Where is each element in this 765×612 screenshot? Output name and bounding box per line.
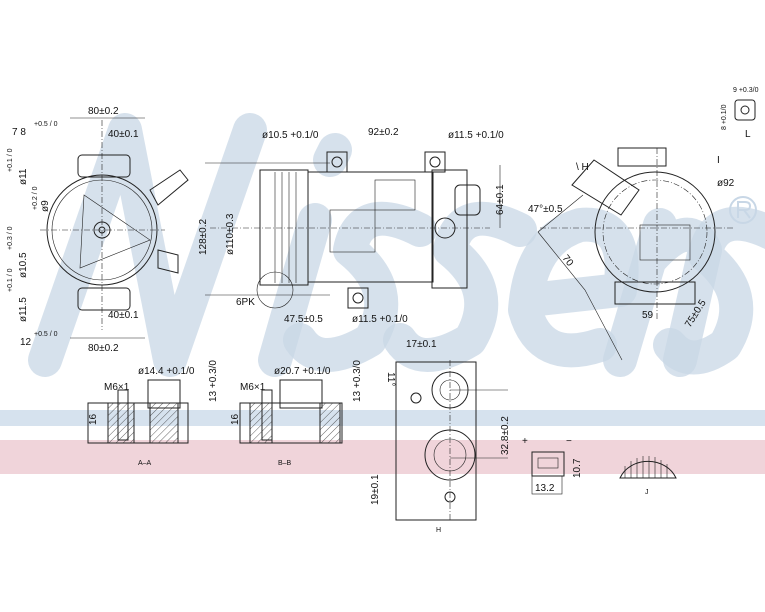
H-angle: 11° (385, 372, 396, 386)
H-dim-19: 19±0.1 (370, 474, 381, 505)
watermark-blue-band (0, 410, 765, 426)
rear-dim-70: 70 (560, 253, 576, 269)
detail-J: J (619, 456, 677, 496)
BB-height: 16 (230, 413, 241, 425)
side-dim-64: 64±0.1 (495, 184, 506, 215)
detail-L-side: 8 +0.1/0 (721, 104, 728, 130)
front-dim-d115-tol: +0.1 / 0 (7, 268, 14, 292)
rear-ref-I: I (717, 155, 720, 166)
BB-depth: 13 +0.3/0 (352, 360, 363, 402)
connector-width: 13.2 (535, 483, 555, 494)
H-dim-328: 32.8±0.2 (500, 416, 511, 455)
BB-thread: M6×1 (240, 382, 266, 393)
front-dim-12: 12 (20, 337, 32, 348)
watermark-logo (28, 113, 765, 377)
rear-dim-angle: 47°±0.5 (528, 204, 563, 215)
AA-height: 16 (88, 413, 99, 425)
front-dim-12-tol: +0.5 / 0 (34, 331, 58, 338)
connector-plus: + (522, 436, 528, 447)
front-dim-d105: ø10.5 (18, 252, 29, 278)
J-label: J (645, 489, 649, 496)
side-dim-92: 92±0.2 (368, 127, 399, 138)
connector-detail: + − 13.2 10.7 (522, 436, 583, 495)
side-dim-475: 47.5±0.5 (284, 314, 323, 325)
detail-L: 9 +0.3/0 8 +0.1/0 L (721, 87, 759, 140)
front-dim-d105-tol: +0.3 / 0 (7, 226, 14, 250)
watermark (0, 113, 765, 474)
detail-L-top: 9 +0.3/0 (733, 87, 759, 94)
AA-dia: ø14.4 +0.1/0 (138, 366, 195, 377)
view-H: 17±0.1 11° 32.8±0.2 19±0.1 H (370, 339, 511, 534)
front-dim-78-tol: +0.5 / 0 (34, 121, 58, 128)
watermark-pink-band (0, 440, 765, 474)
side-dim-height: 128±0.2 (198, 218, 209, 255)
BB-dia: ø20.7 +0.1/0 (274, 366, 331, 377)
front-dim-bottom-half: 40±0.1 (108, 310, 139, 321)
front-dim-top-half: 40±0.1 (108, 129, 139, 140)
connector-minus: − (566, 436, 572, 447)
H-label: H (436, 527, 441, 534)
BB-label: B–B (278, 460, 292, 467)
AA-thread: M6×1 (104, 382, 130, 393)
front-dim-bottom: 80±0.2 (88, 343, 119, 354)
front-dim-d11: ø11 (18, 168, 29, 185)
front-dim-d115: ø11.5 (18, 297, 29, 322)
side-dim-top-left: ø10.5 +0.1/0 (262, 130, 319, 141)
rear-dim-59: 59 (642, 310, 654, 321)
front-dim-d9: ø9 (40, 200, 51, 212)
AA-label: A–A (138, 460, 152, 467)
front-dim-d9-tol: +0.2 / 0 (32, 186, 39, 210)
registered-mark-icon (729, 196, 757, 224)
front-dim-d11-tol: +0.1 / 0 (7, 148, 14, 172)
section-BB: M6×1 ø20.7 +0.1/0 13 +0.3/0 16 B–B (230, 360, 363, 467)
side-view: ø10.5 +0.1/0 92±0.2 ø11.5 +0.1/0 128±0.2… (198, 127, 506, 325)
front-dim-top: 80±0.2 (88, 106, 119, 117)
side-dim-pulley: ø110±0.3 (225, 213, 236, 255)
side-belt-label: 6PK (236, 297, 255, 308)
detail-L-label: L (745, 129, 751, 140)
connector-height: 10.7 (572, 458, 583, 478)
side-dim-top-right: ø11.5 +0.1/0 (448, 130, 504, 141)
side-dim-bottom-right: ø11.5 +0.1/0 (352, 314, 408, 325)
AA-depth: 13 +0.3/0 (208, 360, 219, 402)
rear-ref-H: \ H (576, 162, 589, 173)
rear-dim-d92: ø92 (717, 178, 735, 189)
section-AA: M6×1 ø14.4 +0.1/0 13 +0.3/0 16 A–A (87, 360, 219, 467)
front-dim-78: 7 8 (12, 127, 26, 138)
front-view: 80±0.2 40±0.1 40±0.1 80±0.2 7 8 +0.5 / 0… (7, 106, 189, 354)
H-dim-17: 17±0.1 (406, 339, 437, 350)
